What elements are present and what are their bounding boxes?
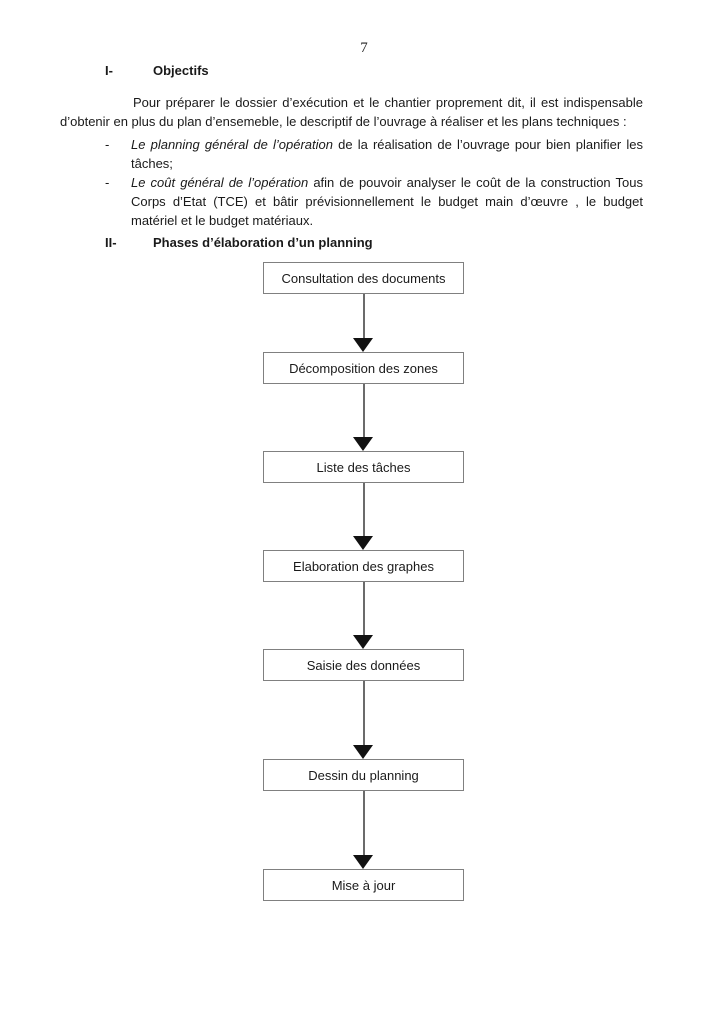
arrow-line: [362, 791, 365, 856]
arrowhead-down-icon: [353, 338, 373, 352]
page-number: 7: [360, 40, 368, 56]
arrow-down-connector: [353, 384, 374, 451]
arrow-line: [362, 582, 365, 636]
heading-objectifs-title: Objectifs: [153, 63, 209, 78]
arrow-down-connector: [353, 681, 374, 759]
arrow-down-connector: [353, 294, 374, 352]
arrow-line: [362, 384, 365, 438]
flow-node-mise-a-jour: Mise à jour: [263, 869, 464, 901]
arrow-line: [362, 681, 365, 746]
heading-phases: II- Phases d’élaboration d’un planning: [105, 233, 728, 252]
arrowhead-down-icon: [353, 536, 373, 550]
arrow-line: [362, 483, 365, 537]
flow-node-saisie-des-donnees: Saisie des données: [263, 649, 464, 681]
intro-paragraph: Pour préparer le dossier d’exécution et …: [60, 95, 643, 129]
bullet-rest-text: afin de pouvoir analyser le coût de la c…: [131, 175, 643, 228]
bullet-dash: -: [105, 175, 110, 190]
arrow-down-connector: [353, 791, 374, 869]
flow-node-dessin-du-planning: Dessin du planning: [263, 759, 464, 791]
bullet-lead-italic: Le coût général de l’opération: [131, 175, 309, 190]
bullet-item-cout: - Le coût général de l’opération afin de …: [105, 173, 643, 230]
bullet-dash: -: [105, 137, 110, 152]
arrowhead-down-icon: [353, 635, 373, 649]
arrowhead-down-icon: [353, 437, 373, 451]
arrow-down-connector: [353, 483, 374, 550]
bullet-rest-text: de la réalisation de l’ouvrage pour bien…: [131, 137, 643, 171]
heading-phases-numeral: II-: [105, 235, 117, 250]
bullet-item-planning: - Le planning général de l’opération de l…: [105, 135, 643, 173]
bullet-list: - Le planning général de l’opération de l…: [105, 135, 643, 230]
flow-node-consultation-des-documents: Consultation des documents: [263, 262, 464, 294]
arrow-line: [362, 294, 365, 339]
flow-node-decomposition-des-zones: Décomposition des zones: [263, 352, 464, 384]
arrow-down-connector: [353, 582, 374, 649]
bullet-lead-italic: Le planning général de l’opération: [131, 137, 333, 152]
arrowhead-down-icon: [353, 855, 373, 869]
heading-phases-title: Phases d’élaboration d’un planning: [153, 235, 373, 250]
heading-objectifs: I- Objectifs: [105, 61, 728, 80]
flow-node-liste-des-taches: Liste des tâches: [263, 451, 464, 483]
heading-objectifs-numeral: I-: [105, 63, 113, 78]
arrowhead-down-icon: [353, 745, 373, 759]
flow-node-elaboration-des-graphes: Elaboration des graphes: [263, 550, 464, 582]
planning-flowchart: Consultation des documents Décomposition…: [263, 262, 466, 903]
